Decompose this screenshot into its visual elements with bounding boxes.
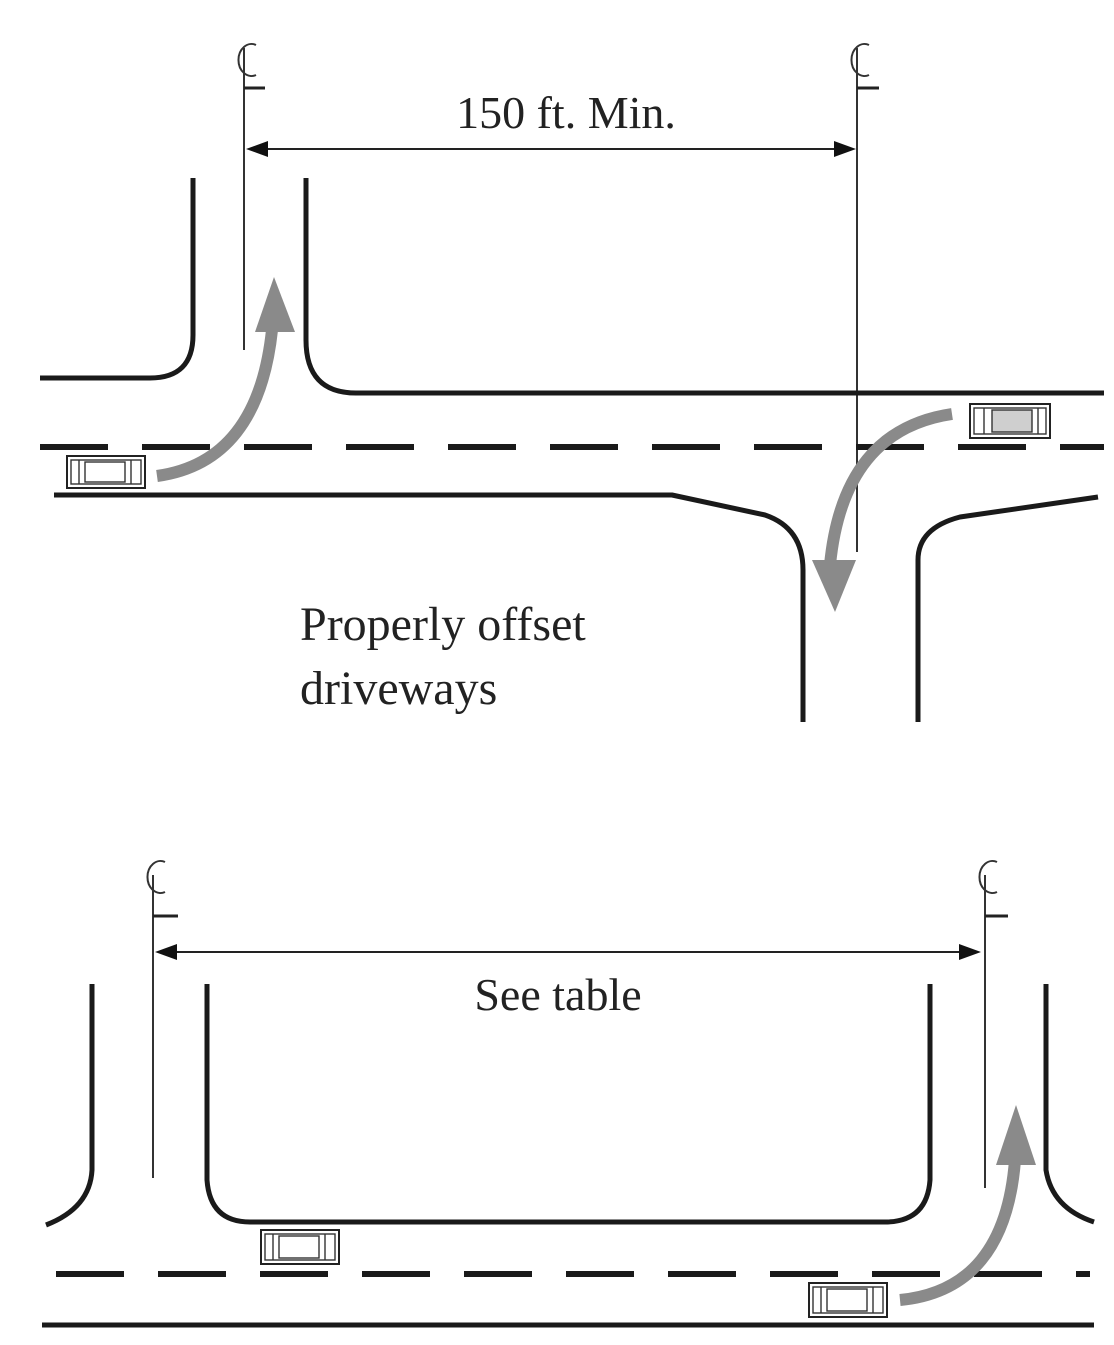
centerline-marker-left: [237, 43, 265, 350]
centerline-marker-left-bottom: [146, 860, 178, 1178]
dimension-label-150ft: 150 ft. Min.: [456, 87, 676, 138]
car-travel-lane: [808, 1282, 888, 1318]
caption-driveways: driveways: [300, 662, 497, 715]
driveway-left-edge-east: [303, 178, 1104, 396]
bottom-panel: See table: [42, 860, 1095, 1328]
caption-properly-offset: Properly offset: [300, 598, 586, 651]
dimension-arrowhead-left: [246, 141, 268, 157]
dimension-arrowhead-right: [959, 944, 981, 960]
dimension-arrowhead-left: [155, 944, 177, 960]
dimension-line-see-table: [155, 944, 981, 960]
centerline-marker-right-bottom: [978, 860, 1008, 1188]
top-panel: 150 ft. Min.: [40, 43, 1104, 722]
left-turn-arrow-north-driveway: [156, 277, 295, 482]
dimension-arrowhead-right: [834, 141, 856, 157]
car-eastbound-lane: [969, 403, 1051, 439]
car-westbound-lane: [66, 455, 146, 489]
dimension-label-see-table: See table: [474, 969, 641, 1020]
road-south-edge-west: [54, 492, 806, 722]
left-turn-arrow-south-driveway: [812, 408, 953, 612]
driveway-2-edge-east: [1043, 984, 1095, 1225]
parcel-frontage-edge: [204, 984, 933, 1225]
driveway-1-edge-west: [45, 984, 95, 1228]
driveway-right-edge-east: [915, 494, 1099, 722]
right-turn-arrow-driveway-2: [899, 1105, 1036, 1306]
car-parked-frontage: [260, 1229, 340, 1265]
dimension-line-150ft: [246, 141, 856, 157]
driveway-left-edge-west: [40, 178, 196, 381]
